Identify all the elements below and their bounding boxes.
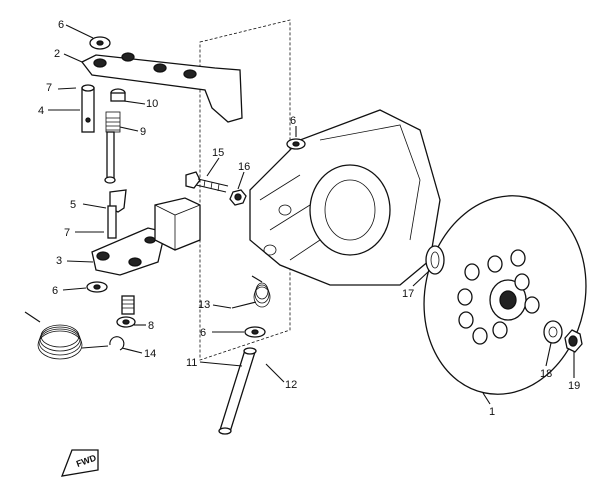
arm-part-2 <box>81 52 243 123</box>
lever-part-3 <box>91 197 201 276</box>
mounting-plate-outline <box>199 19 291 361</box>
nut-part-19 <box>564 329 583 353</box>
label-4: 4 <box>38 105 44 117</box>
adjuster-part-8 <box>116 295 136 328</box>
label-3: 3 <box>56 255 62 267</box>
bushing-part-10 <box>110 88 126 102</box>
label-12: 12 <box>285 379 297 391</box>
label-5: 5 <box>70 199 76 211</box>
disc-part-1 <box>423 195 587 395</box>
label-7b: 7 <box>64 227 70 239</box>
washer-part-6-center <box>244 326 266 338</box>
label-17: 17 <box>402 288 414 300</box>
shaft-part-4 <box>81 84 95 133</box>
label-2: 2 <box>54 48 60 60</box>
leader-lines <box>48 24 575 405</box>
label-1: 1 <box>489 406 495 418</box>
label-6c: 6 <box>52 285 58 297</box>
clip-part-14 <box>109 336 125 351</box>
nut-part-16 <box>229 189 247 206</box>
label-8: 8 <box>148 320 154 332</box>
forward-arrow: FWD <box>60 449 99 477</box>
washer-part-18 <box>543 320 563 344</box>
bolt-part-9 <box>104 111 121 184</box>
label-14: 14 <box>144 348 156 360</box>
label-13: 13 <box>198 299 210 311</box>
label-19: 19 <box>568 380 580 392</box>
label-11: 11 <box>186 357 197 369</box>
seal-part-17 <box>425 245 445 275</box>
pin-part-5 <box>107 189 127 239</box>
label-10: 10 <box>146 98 158 110</box>
bolt-part-15 <box>185 171 229 193</box>
label-6d: 6 <box>200 327 206 339</box>
part-labels: 6 2 7 4 10 9 6 15 16 5 7 3 6 8 14 13 6 1… <box>38 19 580 418</box>
label-7a: 7 <box>46 82 52 94</box>
label-9: 9 <box>140 126 146 138</box>
washer-part-6-top <box>89 36 111 50</box>
washer-part-6-left <box>86 281 108 293</box>
coil-spring-left <box>24 311 109 360</box>
label-6b: 6 <box>290 115 296 127</box>
spring-part-13 <box>231 275 271 309</box>
shaft-part-11 <box>218 347 257 435</box>
washer-part-6-right <box>286 138 306 150</box>
label-18: 18 <box>540 368 552 380</box>
label-6a: 6 <box>58 19 64 31</box>
housing <box>249 109 441 286</box>
label-16: 16 <box>238 161 250 173</box>
label-15: 15 <box>212 147 224 159</box>
